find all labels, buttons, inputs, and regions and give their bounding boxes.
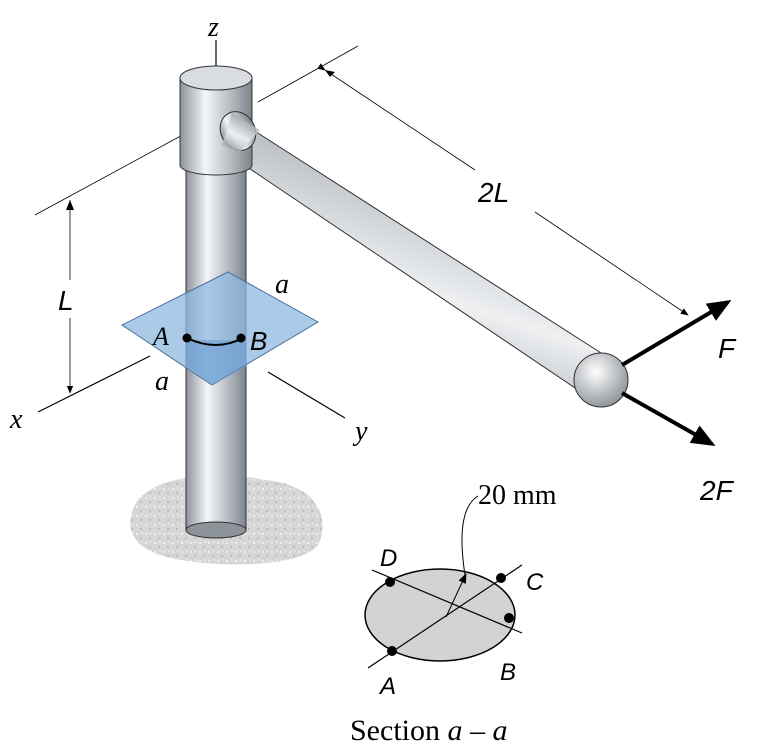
section-point-A	[387, 646, 397, 656]
section-point-B	[504, 613, 514, 623]
point-A-marker	[182, 333, 192, 343]
ball-end	[573, 352, 629, 408]
force-F-arrow	[620, 299, 732, 367]
x-axis-line	[37, 355, 151, 413]
section-caption: Section a – a	[350, 714, 508, 747]
extension-line	[257, 45, 359, 103]
x-axis-label: x	[9, 404, 23, 435]
section-plane	[121, 271, 320, 386]
y-axis-label: y	[352, 416, 368, 447]
length-L-label: L	[58, 285, 74, 316]
section-point-C	[496, 573, 506, 583]
point-B-marker	[236, 333, 246, 343]
dimension-line-2L	[534, 211, 689, 316]
section-point-D	[385, 577, 395, 587]
radius-arrow	[445, 573, 467, 618]
extension-line	[34, 131, 189, 216]
dimension-line-2L	[317, 63, 476, 171]
force-2F-label: 2F	[699, 475, 735, 506]
z-axis-label: z	[207, 12, 219, 43]
force-2F-arrow	[621, 391, 716, 446]
length-2L-label: 2L	[477, 177, 509, 208]
section-ellipse	[364, 568, 516, 662]
section-line-DB	[371, 569, 523, 634]
force-F-label: F	[718, 333, 737, 364]
point-A-label: A	[151, 322, 169, 351]
section-label-D: D	[380, 545, 397, 572]
radius-leader	[461, 495, 479, 576]
y-axis-line	[267, 371, 346, 419]
post-base	[185, 521, 247, 539]
plane-label-a-left: a	[155, 366, 169, 397]
plane-label-a-top: a	[275, 269, 289, 300]
section-label-C: C	[526, 569, 544, 596]
point-B-label: B	[250, 326, 267, 356]
section-label-A: A	[378, 673, 396, 700]
section-label-B: B	[500, 659, 516, 686]
arm	[221, 111, 613, 399]
section-view: 20 mm D C A B Section a – a	[350, 480, 557, 747]
radius-label: 20 mm	[478, 480, 557, 511]
post-cap-top	[179, 65, 253, 91]
post-cap	[179, 77, 253, 176]
